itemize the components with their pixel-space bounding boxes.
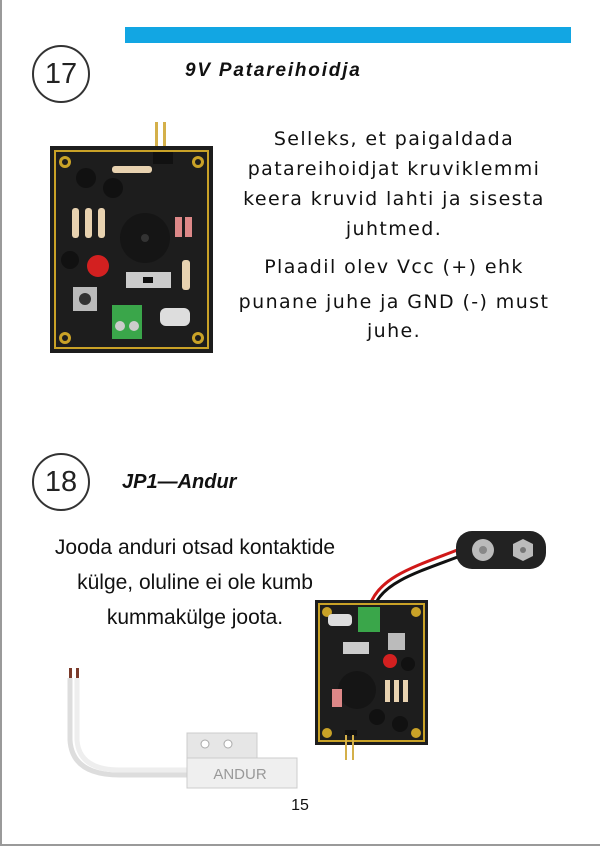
step-number-badge: 18	[32, 453, 90, 511]
step-instruction-text: Plaadil olev Vcc (+) ehk	[264, 256, 524, 278]
step-instruction-text: Selleks, et paigaldada patareihoidjat kr…	[243, 128, 545, 240]
step-number-badge: 17	[32, 45, 90, 103]
battery-clip-image	[315, 531, 546, 760]
step-title: 9V Patareihoidja	[185, 60, 362, 81]
step-instruction-text: punane juhe ja GND (-) must juhe.	[238, 291, 550, 342]
pcb-board-image	[50, 122, 213, 353]
step-instruction-text: Jooda anduri otsad kontaktide külge, olu…	[54, 536, 336, 629]
header-accent-bar	[125, 27, 571, 43]
step-title: JP1—Andur	[122, 471, 237, 493]
page-number: 15	[291, 797, 309, 814]
reed-sensor-image: ANDUR	[67, 668, 298, 789]
sensor-label: ANDUR	[213, 766, 267, 783]
